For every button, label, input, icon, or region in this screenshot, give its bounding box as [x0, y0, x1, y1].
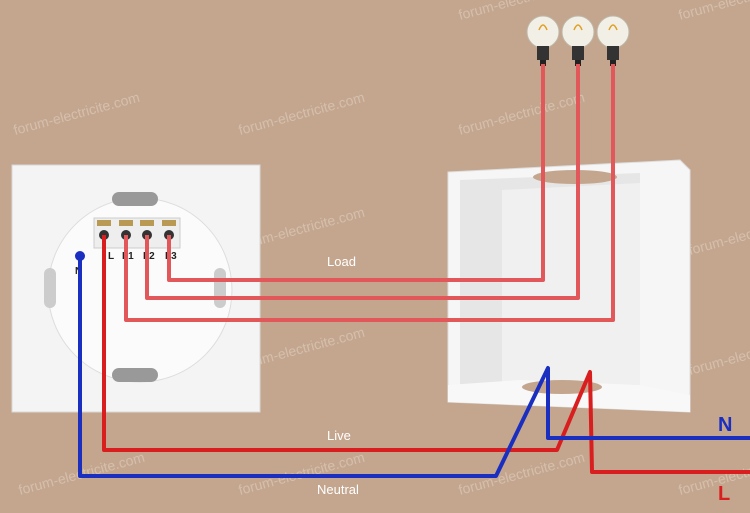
- watermark: forum-electricite.com: [12, 89, 142, 138]
- neutral-label: Neutral: [317, 482, 359, 497]
- junction-box: [447, 159, 691, 413]
- watermark: forum-electricite.com: [677, 0, 750, 23]
- watermark: forum-electricite.com: [457, 89, 587, 138]
- load-wire-l2: [145, 64, 580, 300]
- watermark: forum-electricite.com: [687, 329, 750, 378]
- watermark: forum-electricite.com: [457, 449, 587, 498]
- bulb-icon: [561, 15, 595, 66]
- bulb-icon: [526, 15, 560, 66]
- bulb-icon: [596, 15, 630, 66]
- neutral-wire: [78, 256, 750, 478]
- watermark: forum-electricite.com: [687, 209, 750, 258]
- terminal-label-l3: L3: [165, 251, 177, 262]
- watermark: forum-electricite.com: [457, 0, 587, 23]
- load-wires: [124, 64, 615, 322]
- load-wire-l1: [124, 64, 615, 322]
- terminal-label-l1: L1: [122, 251, 134, 262]
- load-label: Load: [327, 254, 356, 269]
- watermark: forum-electricite.com: [237, 89, 367, 138]
- live-label: Live: [327, 428, 351, 443]
- live-wire: [102, 235, 750, 474]
- switch-plate: N L L1 L2 L3: [11, 164, 261, 413]
- neutral-line-label: N: [718, 414, 732, 436]
- terminal-label-l: L: [108, 251, 114, 262]
- load-wire-l3: [167, 64, 545, 282]
- live-line-label: L: [718, 483, 730, 505]
- light-bulbs: [526, 15, 630, 66]
- terminal-label-l2: L2: [143, 251, 155, 262]
- junction-box-lip: [448, 380, 690, 412]
